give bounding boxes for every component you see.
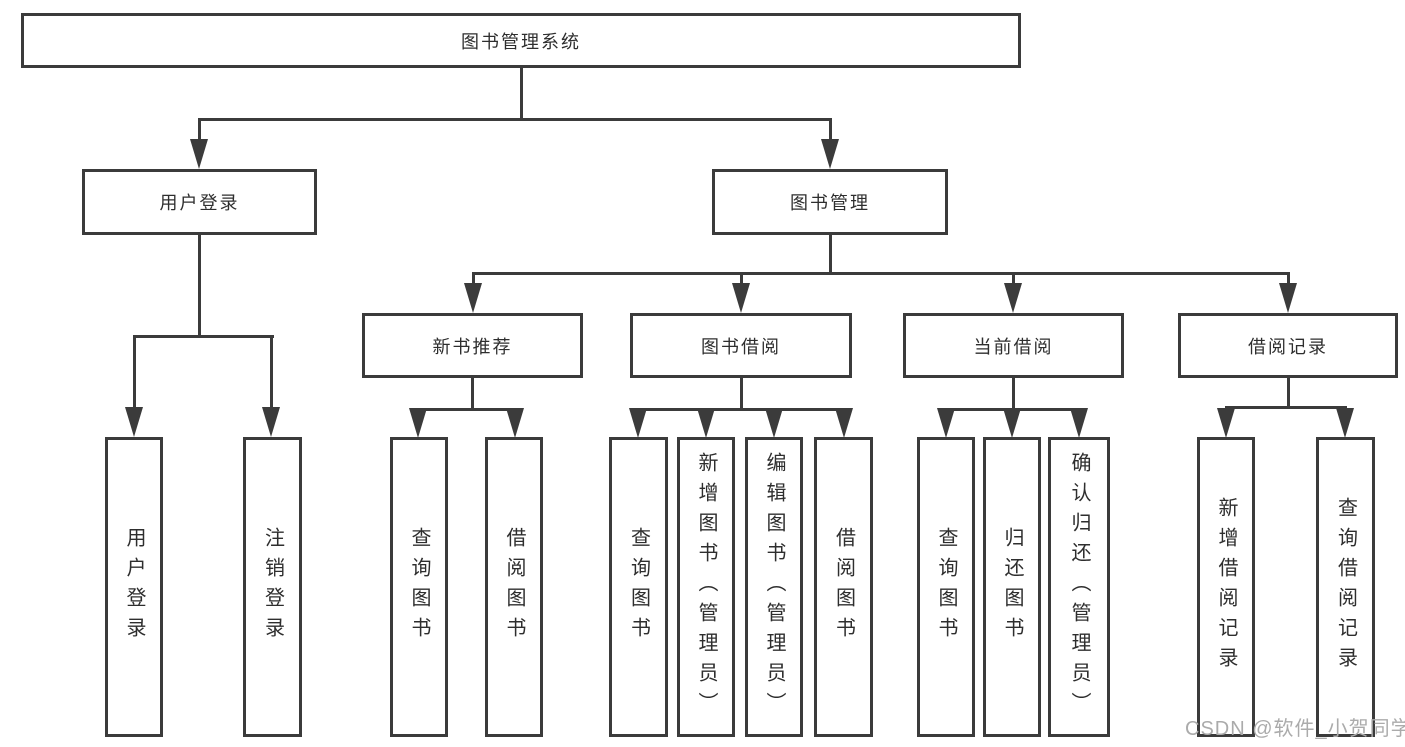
connector-shaft: [829, 118, 832, 143]
arrow-down-icon: [835, 408, 853, 438]
connector-shaft: [198, 118, 201, 143]
leaf-nbr-query-books: 查询图书: [390, 437, 448, 737]
connector-shaft: [472, 272, 475, 286]
connector-cb-stem: [1012, 378, 1015, 411]
connector-userlogin-stem: [198, 234, 201, 335]
arrow-down-icon: [506, 408, 524, 438]
connector-shaft: [1012, 272, 1015, 286]
connector-bb-stem: [740, 378, 743, 411]
leaf-nbr-borrow-books: 借阅图书: [485, 437, 543, 737]
arrow-down-icon: [1004, 283, 1022, 313]
node-root: 图书管理系统: [21, 13, 1021, 68]
arrow-down-icon: [765, 408, 783, 438]
leaf-cb-confirm-return-admin: 确认归还（管理员）: [1048, 437, 1110, 737]
node-user-login: 用户登录: [82, 169, 317, 235]
arrow-down-icon: [1003, 408, 1021, 438]
arrow-down-icon: [1070, 408, 1088, 438]
leaf-cb-query-books: 查询图书: [917, 437, 975, 737]
connector-br-stem: [1287, 378, 1290, 409]
arrow-down-icon: [125, 407, 143, 437]
leaf-br-query-record: 查询借阅记录: [1316, 437, 1375, 737]
leaf-user-login: 用户登录: [105, 437, 163, 737]
arrow-down-icon: [629, 408, 647, 438]
arrow-down-icon: [262, 407, 280, 437]
leaf-logout: 注销登录: [243, 437, 302, 737]
node-new-book-recommend: 新书推荐: [362, 313, 583, 378]
csdn-watermark: CSDN @软件_小贺同学: [1185, 718, 1405, 740]
node-borrow-records: 借阅记录: [1178, 313, 1398, 378]
connector-bookmgmt-stem: [829, 235, 832, 275]
connector-shaft: [133, 335, 136, 410]
connector-bb-fork: [637, 408, 846, 411]
connector-root-fork: [198, 118, 832, 121]
arrow-down-icon: [821, 139, 839, 169]
connector-shaft: [270, 335, 273, 410]
connector-nbr-fork: [416, 408, 519, 411]
arrow-down-icon: [732, 283, 750, 313]
connector-shaft: [1287, 272, 1290, 286]
connector-root-stem: [520, 68, 523, 118]
node-book-management: 图书管理: [712, 169, 948, 235]
leaf-bb-query-books: 查询图书: [609, 437, 668, 737]
leaf-cb-return-books: 归还图书: [983, 437, 1041, 737]
connector-nbr-stem: [471, 378, 474, 411]
connector-shaft: [740, 272, 743, 286]
arrow-down-icon: [464, 283, 482, 313]
connector-userlogin-fork: [133, 335, 274, 338]
arrow-down-icon: [1217, 408, 1235, 438]
connector-br-fork: [1225, 406, 1347, 409]
connector-bookmgmt-fork: [472, 272, 1290, 275]
arrow-down-icon: [1336, 408, 1354, 438]
arrow-down-icon: [937, 408, 955, 438]
leaf-bb-borrow-books: 借阅图书: [814, 437, 873, 737]
arrow-down-icon: [1279, 283, 1297, 313]
arrow-down-icon: [697, 408, 715, 438]
arrow-down-icon: [409, 408, 427, 438]
node-current-borrow: 当前借阅: [903, 313, 1124, 378]
leaf-bb-add-books-admin: 新增图书（管理员）: [677, 437, 735, 737]
leaf-bb-edit-books-admin: 编辑图书（管理员）: [745, 437, 803, 737]
node-book-borrow: 图书借阅: [630, 313, 852, 378]
arrow-down-icon: [190, 139, 208, 169]
leaf-br-add-record: 新增借阅记录: [1197, 437, 1255, 737]
